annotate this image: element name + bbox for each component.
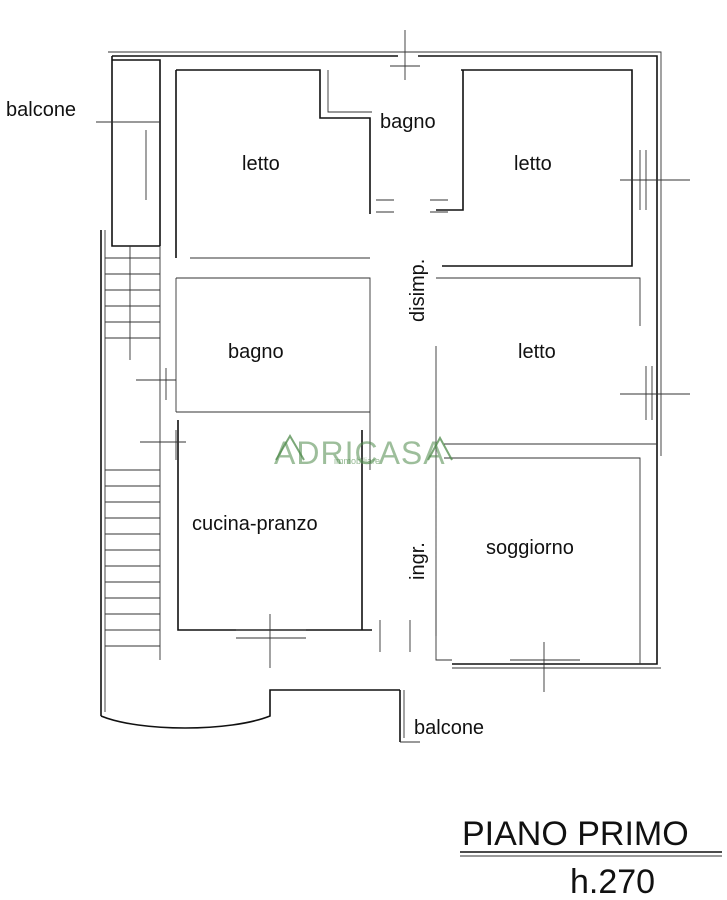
watermark-logo <box>275 434 453 461</box>
room-letto-nw: letto <box>242 153 280 175</box>
plan-height: h.270 <box>570 863 655 900</box>
outer-walls <box>100 51 662 742</box>
interior-walls <box>175 69 657 664</box>
house-roof-icon <box>275 434 453 461</box>
watermark-brand: ADRICASA <box>274 435 446 471</box>
watermark-sub: immobiliare <box>334 456 380 466</box>
room-cucina-pranzo: cucina-pranzo <box>192 513 318 535</box>
label-balcone-top: balcone <box>6 99 76 121</box>
room-bagno-w: bagno <box>228 341 284 363</box>
room-disimpegno: disimp. <box>407 259 429 322</box>
room-letto-ne: letto <box>514 153 552 175</box>
room-letto-e: letto <box>518 341 556 363</box>
label-balcone-bottom: balcone <box>414 717 484 739</box>
balcony-leaders <box>96 121 420 743</box>
plan-title: PIANO PRIMO <box>462 815 689 853</box>
room-soggiorno: soggiorno <box>486 537 574 559</box>
openings <box>106 30 690 692</box>
title-underlines <box>460 851 722 857</box>
room-ingresso: ingr. <box>407 542 429 580</box>
staircase <box>105 246 161 660</box>
room-bagno-top: bagno <box>380 111 436 133</box>
